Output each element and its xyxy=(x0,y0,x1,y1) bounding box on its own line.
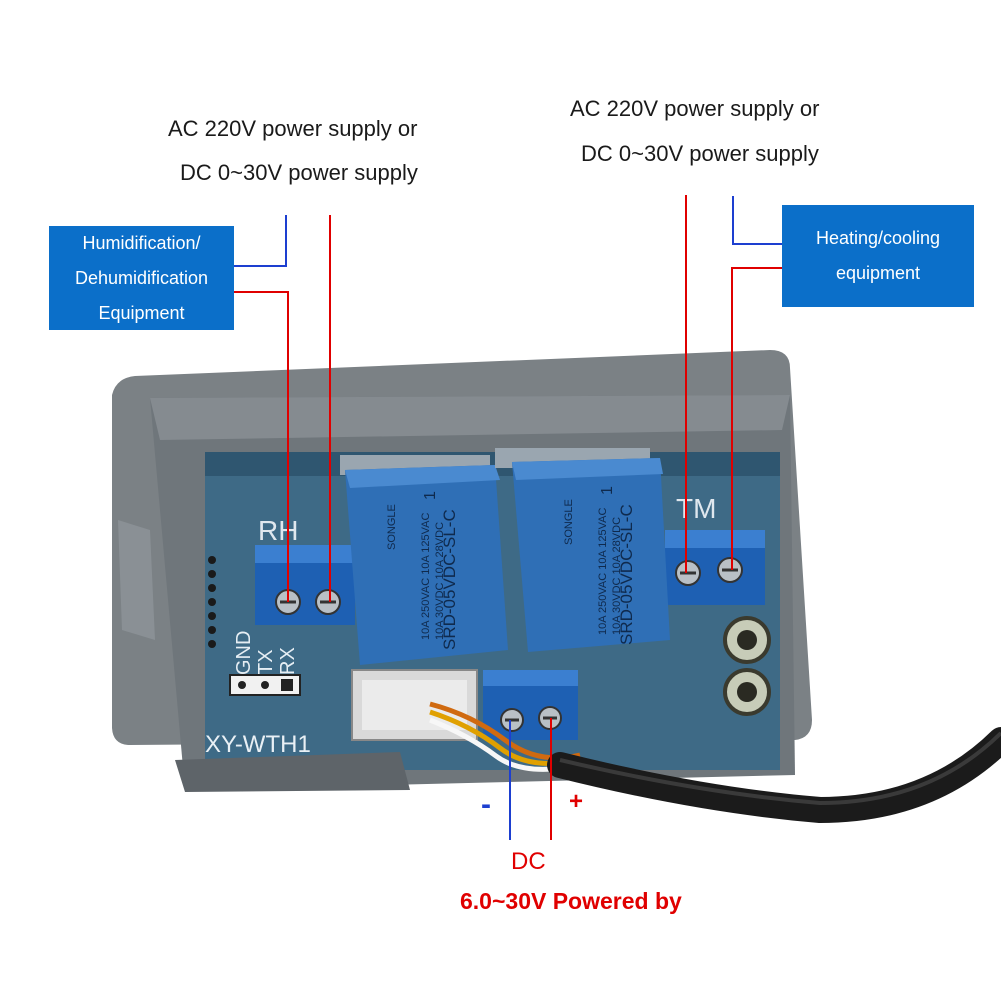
case-top-rim xyxy=(150,395,790,440)
relay-left-model: SRD-05VDC-SL-C xyxy=(440,509,459,650)
pin-gnd-label: GND xyxy=(233,631,255,675)
left-blue-wire xyxy=(233,215,287,267)
relay-right-model: SRD-05VDC-SL-C xyxy=(617,504,636,645)
left-supply-label-line1: AC 220V power supply or xyxy=(168,116,418,141)
left-equipment-box: Humidification/ Dehumidification Equipme… xyxy=(49,226,234,330)
right-wiring xyxy=(685,195,782,573)
right-equipment-box: Heating/cooling equipment xyxy=(782,205,974,307)
right-red-wire-2 xyxy=(731,267,782,570)
left-wiring xyxy=(233,215,331,602)
relay-left-rating2: 10A 30VDC 10A 28VDC xyxy=(434,522,446,640)
relay-left-number: 1 xyxy=(422,491,439,500)
left-box-line3: Equipment xyxy=(98,302,185,323)
left-box-line2: Dehumidification xyxy=(74,267,209,288)
dc-terminal-block xyxy=(483,670,578,740)
tm-terminal-block xyxy=(665,530,765,605)
rh-terminal-block xyxy=(255,545,355,625)
right-blue-wire xyxy=(732,196,782,245)
indicator-dots xyxy=(208,556,216,648)
right-supply-label-line2: DC 0~30V power supply xyxy=(581,141,819,166)
left-red-wire-1 xyxy=(233,291,289,602)
right-box-line1: Heating/cooling xyxy=(815,228,941,248)
relay-left: SRD-05VDC-SL-C 10A 250VAC 10A 125VAC 10A… xyxy=(340,455,508,665)
dc-voltage-label: 6.0~30V Powered by xyxy=(460,888,682,914)
pin-tx-label: TX xyxy=(255,649,277,675)
tm-label: TM xyxy=(676,493,716,524)
relay-right-rating2: 10A 30VDC 10A 28VDC xyxy=(611,517,623,635)
dc-label: DC xyxy=(511,848,546,875)
sensor-cable xyxy=(547,727,1001,824)
dc-wiring xyxy=(509,718,552,840)
relay-left-brand: SONGLE xyxy=(386,504,398,550)
rh-label: RH xyxy=(258,515,298,546)
pin-rx-label: RX xyxy=(277,647,299,675)
capacitors xyxy=(723,616,771,716)
plus-sign: + xyxy=(569,788,584,815)
relay-right-brand: SONGLE xyxy=(563,499,575,545)
side-clip xyxy=(118,520,155,640)
relay-right-rating1: 10A 250VAC 10A 125VAC xyxy=(597,508,609,635)
minus-sign: - xyxy=(481,788,491,821)
relay-right: SRD-05VDC-SL-C 10A 250VAC 10A 125VAC 10A… xyxy=(495,448,670,652)
relay-right-number: 1 xyxy=(599,486,616,495)
right-box-line2: equipment xyxy=(835,263,921,283)
relay-left-rating1: 10A 250VAC 10A 125VAC xyxy=(420,513,432,640)
case-bottom-lip xyxy=(175,752,410,792)
left-supply-label-line2: DC 0~30V power supply xyxy=(180,160,418,185)
model-label: XY-WTH1 xyxy=(205,731,311,758)
left-box-line1: Humidification/ xyxy=(82,232,201,253)
right-supply-label-line1: AC 220V power supply or xyxy=(570,96,820,121)
